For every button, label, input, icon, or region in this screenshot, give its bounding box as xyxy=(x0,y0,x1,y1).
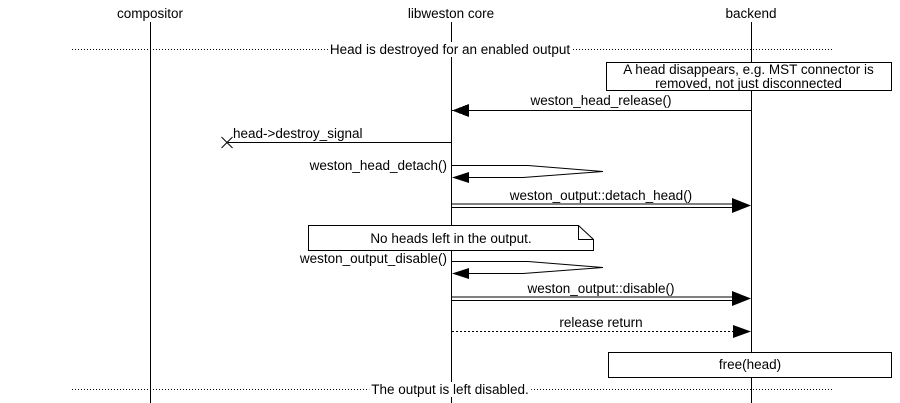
note-box-free-head xyxy=(608,352,892,378)
note-text-no-heads: No heads left in the output. xyxy=(370,231,532,246)
arrowhead-left-icon xyxy=(452,104,469,117)
message-line-disable xyxy=(452,291,751,306)
message-label-detach-head: weston_output::detach_head() xyxy=(509,188,693,203)
note-no-heads xyxy=(308,225,594,251)
actor-label-libweston-core: libweston core xyxy=(407,6,495,21)
message-label-output-disable: weston_output_disable() xyxy=(299,251,447,266)
arrowhead-left-icon xyxy=(452,172,469,183)
message-label-disable: weston_output::disable() xyxy=(527,281,675,296)
arrowhead-right-icon xyxy=(733,325,751,338)
note-text-head-disappears: A head disappears, e.g. MST connector is… xyxy=(623,62,874,91)
self-call-arrow-head-detach xyxy=(452,165,604,183)
message-label-head-release: weston_head_release() xyxy=(530,93,672,108)
divider-label-top: Head is destroyed for an enabled output xyxy=(327,42,573,57)
arrowhead-right-icon xyxy=(732,291,751,306)
message-label-release-return: release return xyxy=(559,315,643,330)
self-call-arrow-output-disable xyxy=(452,261,604,279)
arrowhead-left-icon xyxy=(452,268,469,279)
message-label-destroy-signal: head->destroy_signal xyxy=(233,126,363,141)
message-line-detach-head xyxy=(452,198,751,213)
actor-label-backend: backend xyxy=(725,6,777,21)
lost-message-x-icon xyxy=(221,136,233,149)
note-box-head-disappears xyxy=(606,62,892,91)
note-text-free-head: free(head) xyxy=(718,357,782,372)
note-fold-icon xyxy=(578,225,594,240)
actor-label-compositor: compositor xyxy=(116,6,184,21)
arrowhead-right-icon xyxy=(732,198,751,213)
message-label-head-detach: weston_head_detach() xyxy=(309,158,447,173)
divider-label-bottom: The output is left disabled. xyxy=(369,382,531,397)
